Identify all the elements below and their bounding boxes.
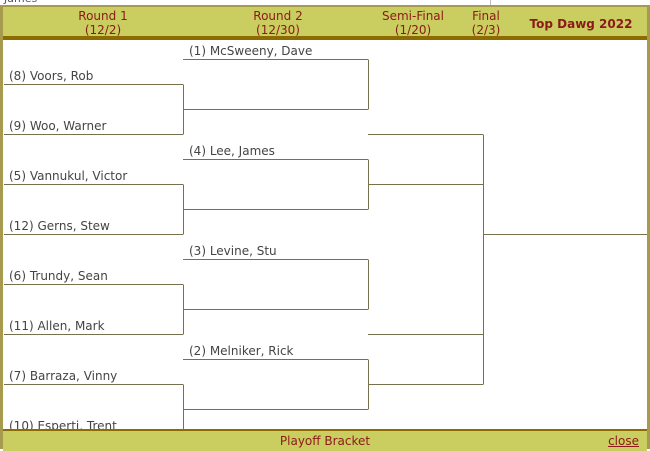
header-semi-final-date: (1/20) — [394, 23, 432, 37]
footer-title: Playoff Bracket — [279, 434, 371, 448]
bracket-slot-r2-4[interactable]: (2) Melniker, Rick — [189, 344, 294, 358]
bracket-slot-r1-1[interactable]: (8) Voors, Rob — [9, 69, 94, 83]
bracket-header: Round 1 (12/2) Round 2 (12/30) Semi-Fina… — [3, 7, 647, 40]
header-column-final: Final (2/3) — [451, 9, 521, 37]
underlying-page-sliver: James — [0, 0, 650, 6]
bracket-slot-r1-5[interactable]: (6) Trundy, Sean — [9, 269, 108, 283]
bracket-title: Top Dawg 2022 — [529, 17, 633, 31]
bracket-canvas: (8) Voors, Rob (9) Woo, Warner (5) Vannu… — [3, 40, 647, 429]
popup-window: Round 1 (12/2) Round 2 (12/30) Semi-Fina… — [0, 5, 650, 451]
page-divider-rule — [490, 0, 491, 6]
bracket-slot-r1-7[interactable]: (7) Barraza, Vinny — [9, 369, 118, 383]
bracket-slot-r1-3[interactable]: (5) Vannukul, Victor — [9, 169, 128, 183]
bracket-slot-r1-8[interactable]: (10) Esperti, Trent — [9, 419, 117, 429]
bracket-slot-r1-2[interactable]: (9) Woo, Warner — [9, 119, 107, 133]
header-round-2-label: Round 2 — [253, 9, 303, 23]
bracket-slot-r2-1[interactable]: (1) McSweeny, Dave — [189, 44, 313, 58]
close-link[interactable]: close — [608, 434, 639, 448]
header-column-round-1: Round 1 (12/2) — [43, 9, 163, 37]
header-column-round-2: Round 2 (12/30) — [218, 9, 338, 37]
header-round-1-label: Round 1 — [78, 9, 128, 23]
bracket-slot-r2-2[interactable]: (4) Lee, James — [189, 144, 275, 158]
bracket-footer: Playoff Bracket close — [3, 429, 647, 451]
bracket-slot-r2-3[interactable]: (3) Levine, Stu — [189, 244, 277, 258]
header-semi-final-label: Semi-Final — [381, 9, 444, 23]
header-final-date: (2/3) — [471, 23, 501, 37]
header-round-2-date: (12/30) — [256, 23, 300, 37]
header-round-1-date: (12/2) — [84, 23, 122, 37]
header-column-semi-final: Semi-Final (1/20) — [358, 9, 468, 37]
bracket-slot-r1-6[interactable]: (11) Allen, Mark — [9, 319, 105, 333]
clipped-page-text: James — [4, 0, 37, 5]
header-final-label: Final — [472, 9, 500, 23]
bracket-connector-lines — [4, 59, 647, 429]
bracket-slot-r1-4[interactable]: (12) Gerns, Stew — [9, 219, 110, 233]
